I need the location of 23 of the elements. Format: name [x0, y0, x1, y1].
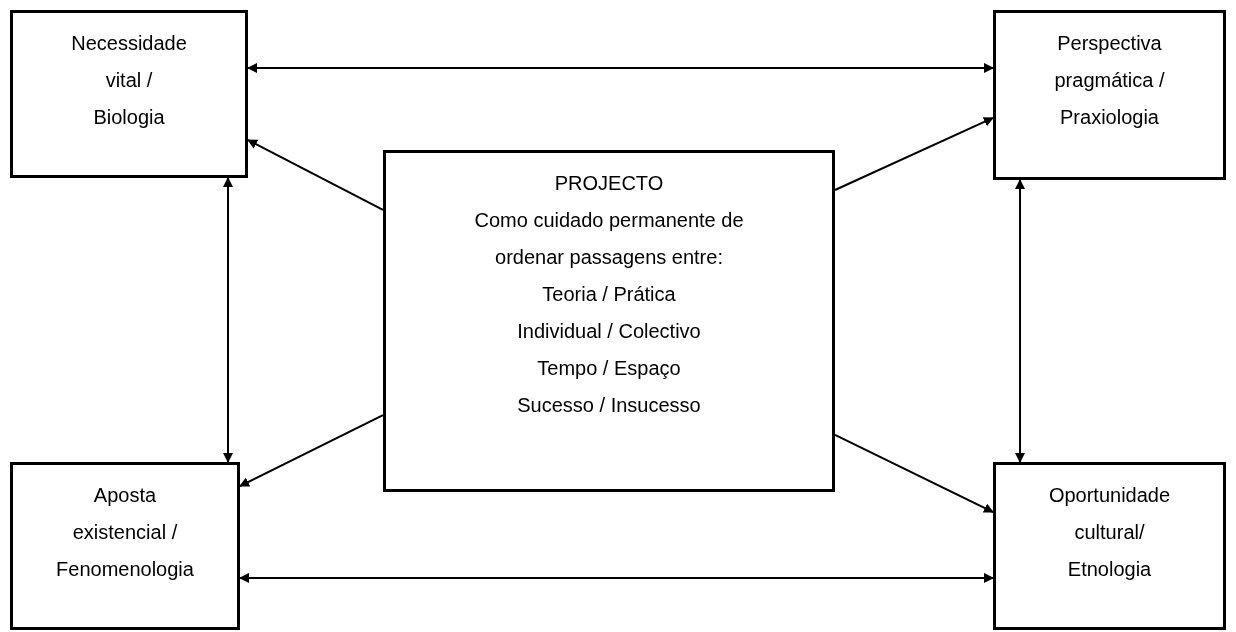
text-box	[10, 10, 248, 178]
box-text: Como cuidado permanente de ordenar passagens entre:	[473, 208, 745, 270]
arrow	[239, 414, 384, 487]
arrow	[247, 139, 384, 211]
arrow	[223, 177, 234, 463]
arrow	[834, 433, 994, 514]
arrow	[247, 62, 994, 73]
text-box	[993, 10, 1226, 180]
box-text: Individual / Colectivo	[517, 319, 701, 344]
text-box	[383, 150, 835, 492]
arrow	[834, 116, 994, 191]
box-text: Aposta existencial / Fenomenologia	[55, 483, 195, 582]
arrow	[239, 572, 994, 583]
box-text: Necessidade vital / Biologia	[70, 31, 188, 130]
arrow	[1015, 179, 1026, 463]
box-text: Sucesso / Insucesso	[517, 393, 701, 418]
box-text: PROJECTO	[554, 171, 664, 196]
box-text: Perspectiva pragmática / Praxiologia	[1053, 31, 1166, 130]
text-box	[10, 462, 240, 630]
box-text: Teoria / Prática	[542, 282, 676, 307]
box-text: Tempo / Espaço	[537, 356, 681, 381]
box-text: Oportunidade cultural/ Etnologia	[1047, 483, 1172, 582]
text-box	[993, 462, 1226, 630]
